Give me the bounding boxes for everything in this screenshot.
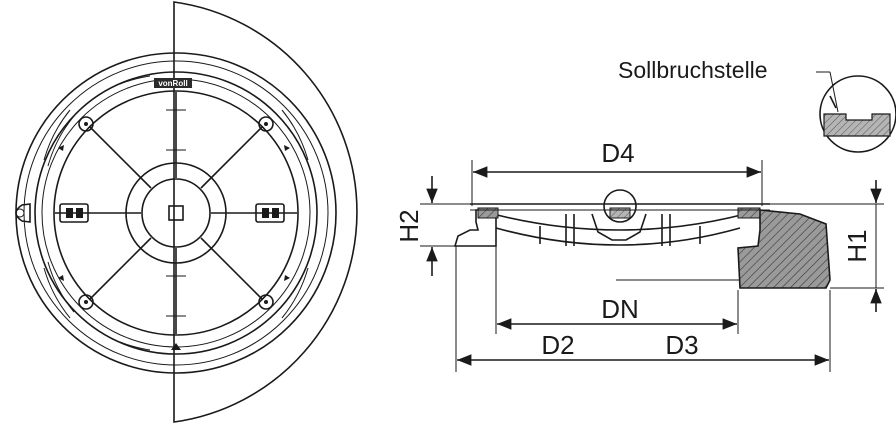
frame-profile-left xyxy=(453,209,497,247)
callout-label: Sollbruchstelle xyxy=(618,57,768,83)
orientation-marks xyxy=(58,145,290,350)
d2-label: D2 xyxy=(541,330,574,360)
lift-slot-right xyxy=(255,203,285,223)
d3-label: D3 xyxy=(665,330,698,360)
h1-label: H1 xyxy=(842,229,872,262)
detail-section xyxy=(823,113,891,137)
plan-view: vonRoll xyxy=(15,1,358,423)
d4-label: D4 xyxy=(601,138,634,168)
hub-outer xyxy=(125,162,227,264)
cover-shell-bottom xyxy=(495,227,741,246)
knob-section xyxy=(609,207,631,219)
cover-edge-left xyxy=(477,207,499,219)
section-ribs xyxy=(539,213,701,246)
cover-outer-edge xyxy=(34,71,318,355)
dn-label: DN xyxy=(601,294,639,324)
section-view xyxy=(453,189,831,289)
frame-profile-right xyxy=(737,209,831,289)
frame-slots xyxy=(43,75,309,351)
cover-inner-rim xyxy=(53,90,299,336)
dimension-lines xyxy=(420,160,884,372)
cover-shell-top xyxy=(477,209,761,231)
frame-lug xyxy=(15,203,31,223)
frame-half-outline xyxy=(173,1,358,423)
h2-label: H2 xyxy=(394,209,424,242)
lift-knob xyxy=(603,189,637,223)
callout-leader xyxy=(829,71,839,113)
cross-ribs xyxy=(166,109,186,317)
lift-slot-left xyxy=(59,203,89,223)
dimension-labels: D4 DN D2 D3 H2 H1 xyxy=(394,138,872,360)
brand-plate-text: vonRoll xyxy=(158,79,187,88)
bolt-bosses xyxy=(78,116,274,310)
brand-plate xyxy=(154,78,192,88)
lug-hole xyxy=(15,208,25,218)
detail-callout: Sollbruchstelle xyxy=(618,57,896,153)
hub-inner xyxy=(141,178,211,248)
detail-circle xyxy=(819,75,896,153)
detail-break-mark xyxy=(829,95,837,109)
hub-center-square xyxy=(168,205,184,221)
